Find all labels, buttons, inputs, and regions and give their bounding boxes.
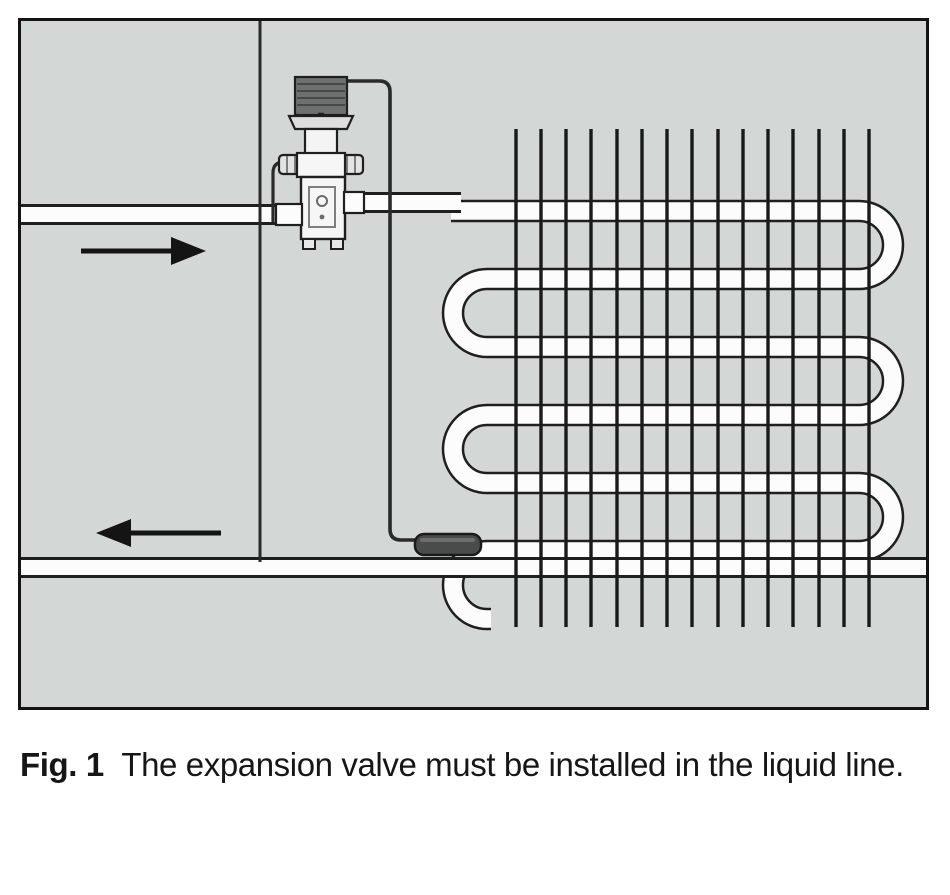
figure-panel (18, 18, 929, 710)
thermostatic-expansion-valve (274, 75, 366, 250)
flow-arrow-right (81, 237, 206, 265)
power-head-cylinder (293, 75, 349, 117)
evaporator-tube-circuit (441, 199, 905, 631)
valve-shoulder (295, 151, 347, 179)
liquid-line-outlet (351, 192, 461, 213)
flow-arrow-left (96, 519, 221, 547)
figure-caption: Fig. 1 The expansion valve must be insta… (20, 742, 932, 788)
figure-caption-text: The expansion valve must be installed in… (121, 746, 904, 783)
valve-outlet-stub (342, 190, 366, 215)
liquid-line-inlet (21, 204, 276, 225)
power-head-flange (287, 114, 355, 131)
evaporator-tube-core (444, 202, 902, 628)
capillary-tube (337, 79, 423, 542)
evaporator-fins (514, 129, 871, 627)
sensing-bulb-body (413, 532, 483, 557)
liquid-line-inlet-core (21, 207, 276, 222)
sensing-bulb-highlight (420, 538, 475, 542)
valve-inlet-stub (274, 202, 304, 227)
suction-line-core (21, 560, 926, 575)
valve-body-mark-dot (319, 214, 325, 220)
figure-caption-label: Fig. 1 (20, 746, 104, 783)
power-head-ribs (297, 83, 345, 106)
liquid-line-outlet-core (351, 195, 461, 210)
figure-caption-text-spacer (104, 746, 122, 783)
refrigeration-diagram (21, 21, 926, 631)
valve-power-head (287, 75, 355, 131)
suction-line (21, 557, 926, 578)
sensing-bulb (413, 532, 483, 557)
valve-body-mark-circle (316, 195, 328, 207)
valve-body-label-panel (308, 186, 336, 228)
valve-feet (302, 238, 344, 250)
